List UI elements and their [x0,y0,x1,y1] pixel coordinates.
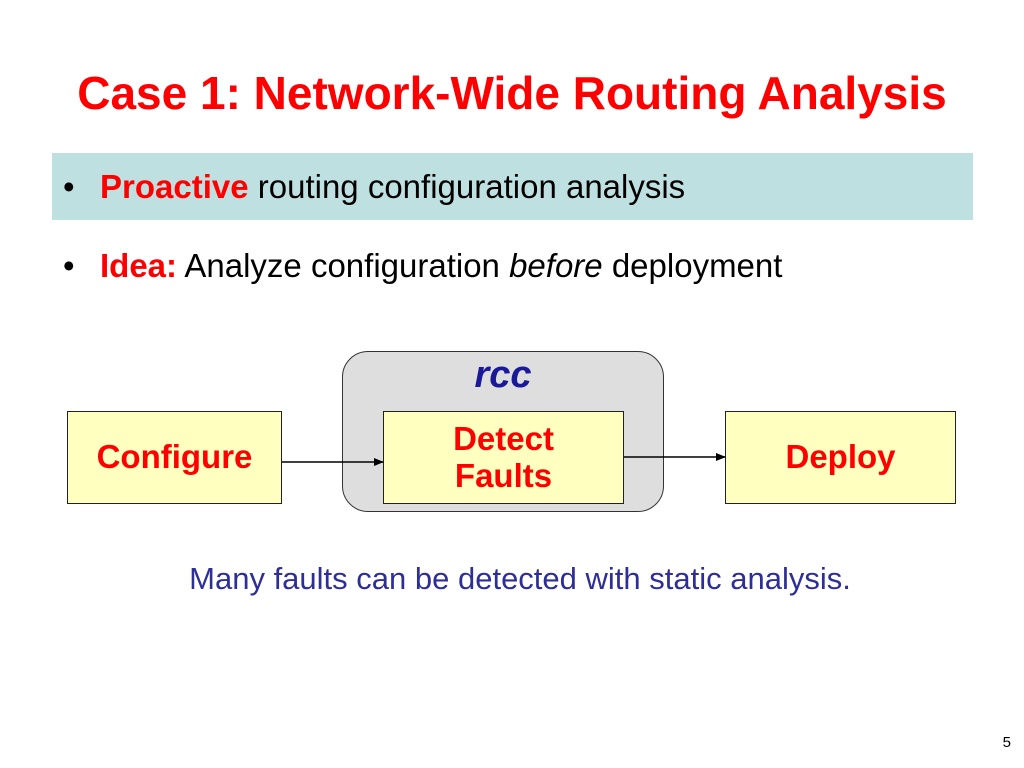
bullet-idea: • Idea: Analyze configuration before depl… [63,249,782,282]
stage-configure-label: Configure [96,438,253,476]
bullet-proactive: • Proactive routing configuration analysi… [63,170,685,203]
stage-detect-label-line2: Faults [454,456,553,494]
bullet-text-idea-before: Analyze configuration [177,247,510,284]
bullet-emphasis-before: before [509,247,603,284]
stage-detect-faults: Detect Faults [383,411,624,504]
bullet-marker: • [63,247,75,284]
bullet-highlight-band [52,153,973,220]
stage-detect-label-line1: Detect [453,419,554,457]
bullet-text-idea-after: deployment [602,247,783,284]
stage-deploy-label: Deploy [785,438,896,476]
page-number: 5 [1002,734,1011,751]
bullet-keyword-proactive: Proactive [100,168,249,205]
rcc-group-label: rcc [474,354,532,396]
stage-configure: Configure [67,411,282,504]
bullet-keyword-idea: Idea: [100,247,178,284]
bullet-marker: • [63,168,75,205]
slide-title: Case 1: Network-Wide Routing Analysis [77,67,947,119]
bullet-text-proactive: routing configuration analysis [248,168,686,205]
stage-deploy: Deploy [725,411,956,504]
caption: Many faults can be detected with static … [189,561,851,596]
